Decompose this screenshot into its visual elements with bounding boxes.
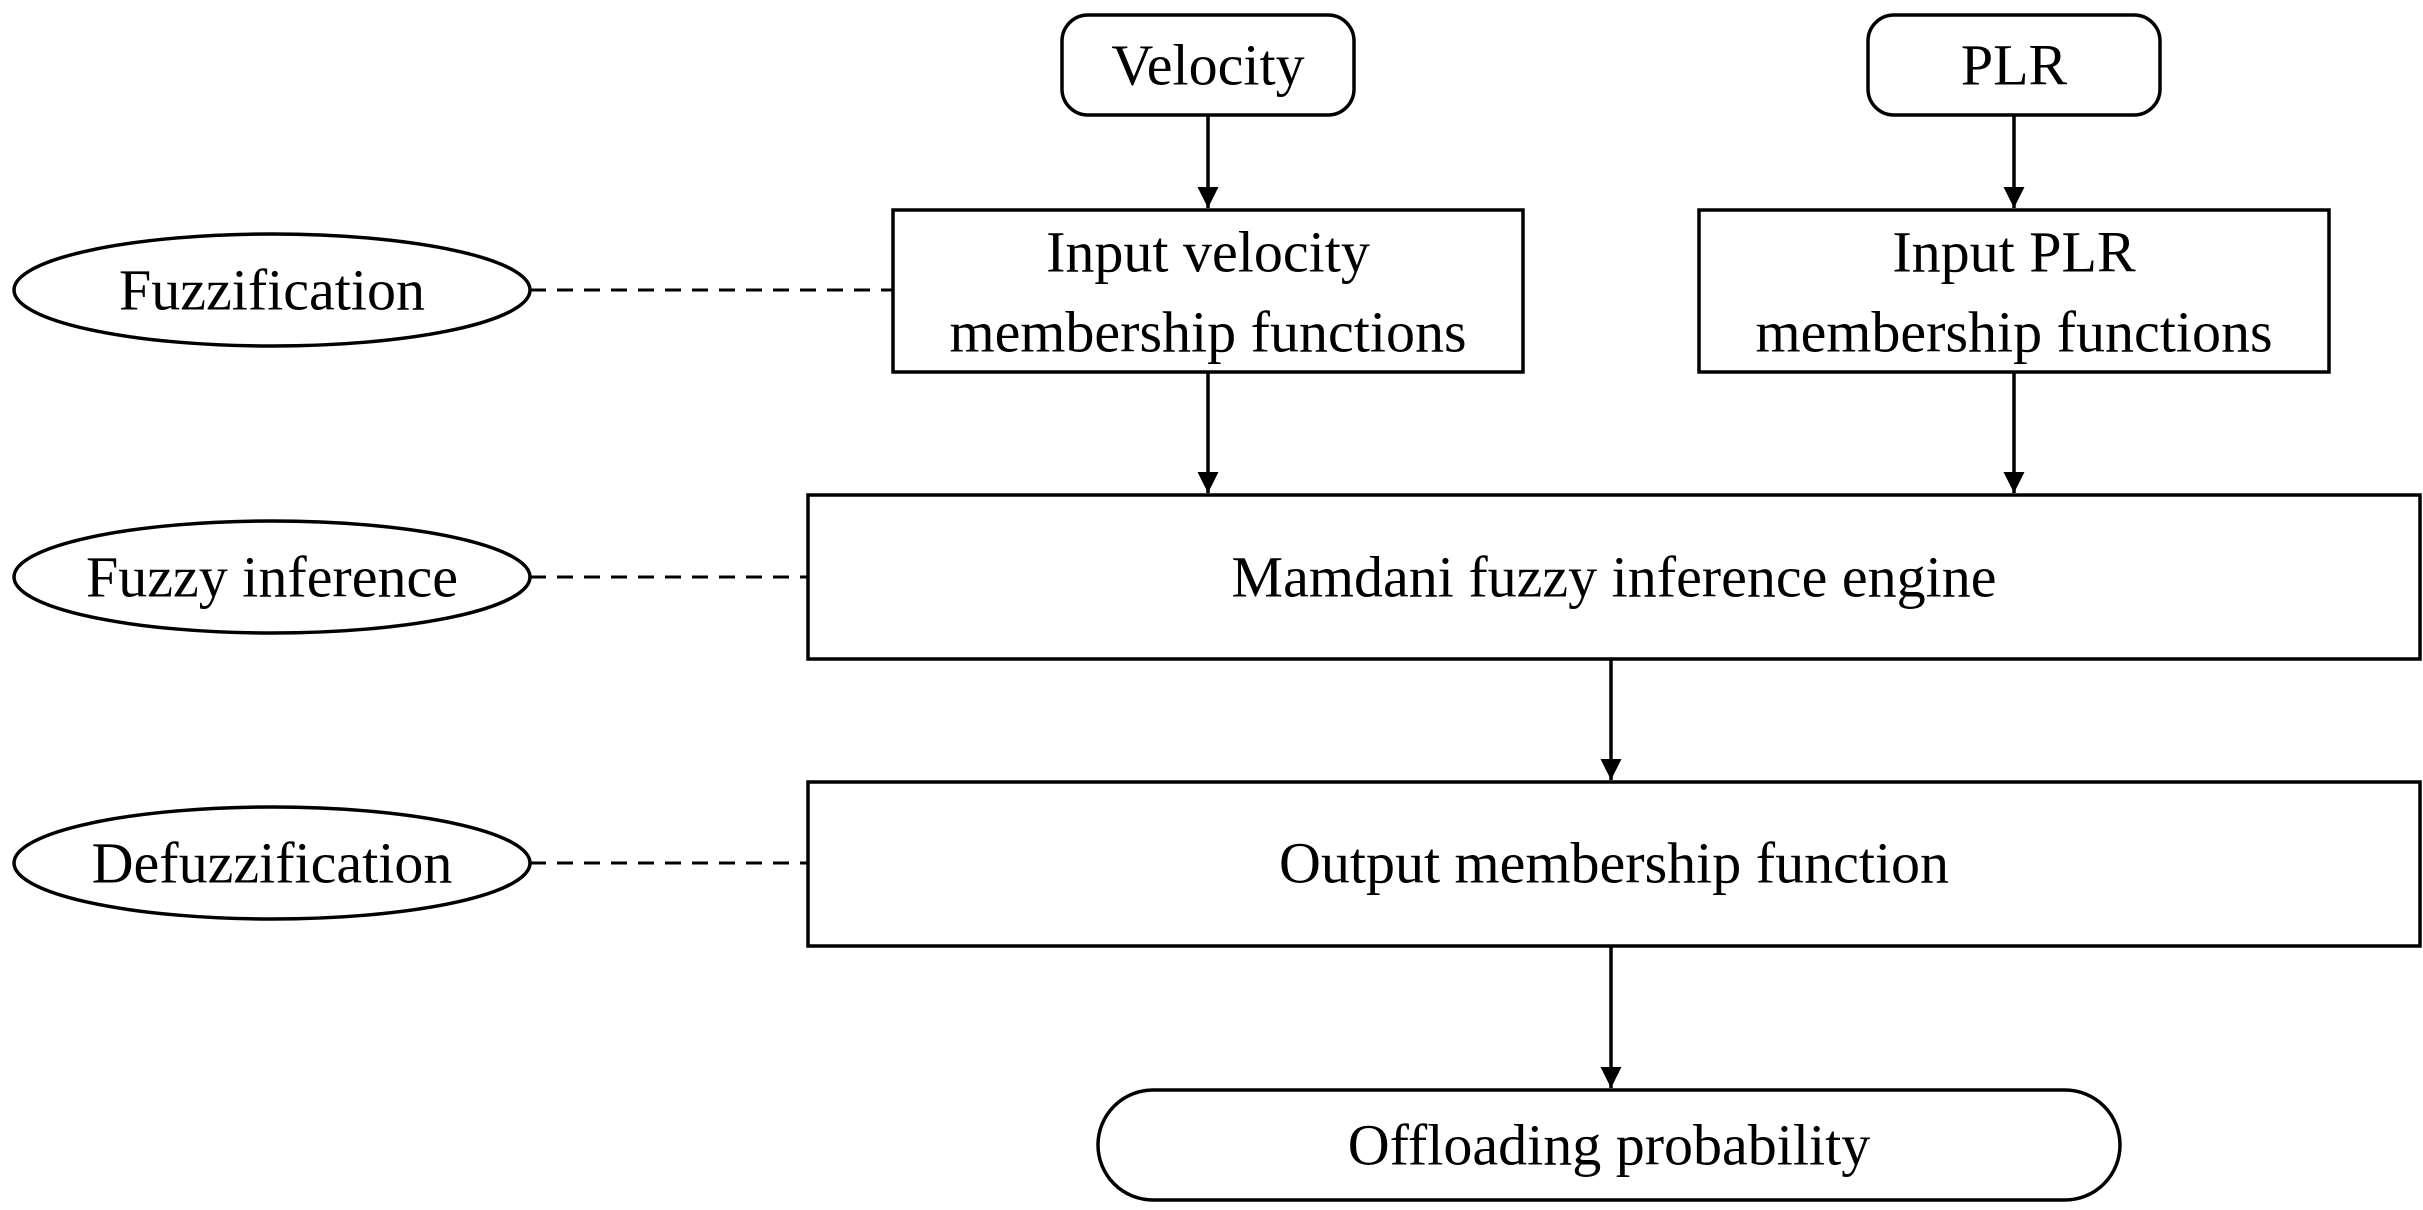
plr-membership-label-line1: Input PLR: [1892, 220, 2136, 285]
output-membership-box: Output membership function: [806, 780, 2422, 948]
output-probability-node: Offloading probability: [1096, 1088, 2122, 1202]
input-plr-node: PLR: [1866, 13, 2162, 117]
output-probability-label: Offloading probability: [1348, 1113, 1870, 1178]
stage-defuzzification-label: Defuzzification: [92, 831, 453, 896]
output-probability-shape: [1096, 1088, 2122, 1202]
input-velocity-node: Velocity: [1060, 13, 1356, 117]
plr-membership-label-line2: membership functions: [1755, 300, 2272, 365]
input-plr-label: PLR: [1961, 33, 2068, 98]
stage-fuzzification: Fuzzification: [12, 232, 532, 348]
output-membership-label: Output membership function: [1279, 831, 1949, 896]
inference-engine-box: Mamdani fuzzy inference engine: [806, 493, 2422, 661]
inference-engine-shape: [806, 493, 2422, 661]
stage-fuzzy-inference-label: Fuzzy inference: [86, 545, 458, 610]
inference-engine-label: Mamdani fuzzy inference engine: [1232, 545, 1997, 610]
output-membership-shape: [806, 780, 2422, 948]
plr-membership-box: Input PLR membership functions: [1697, 208, 2331, 374]
plr-membership-shape: [1697, 208, 2331, 374]
stage-fuzzy-inference: Fuzzy inference: [12, 519, 532, 635]
input-velocity-label: Velocity: [1111, 33, 1304, 98]
velocity-membership-label-line1: Input velocity: [1046, 220, 1370, 285]
stage-fuzzification-label: Fuzzification: [119, 258, 425, 323]
stage-defuzzification: Defuzzification: [12, 805, 532, 921]
velocity-membership-label-line2: membership functions: [949, 300, 1466, 365]
velocity-membership-box: Input velocity membership functions: [891, 208, 1525, 374]
velocity-membership-shape: [891, 208, 1525, 374]
